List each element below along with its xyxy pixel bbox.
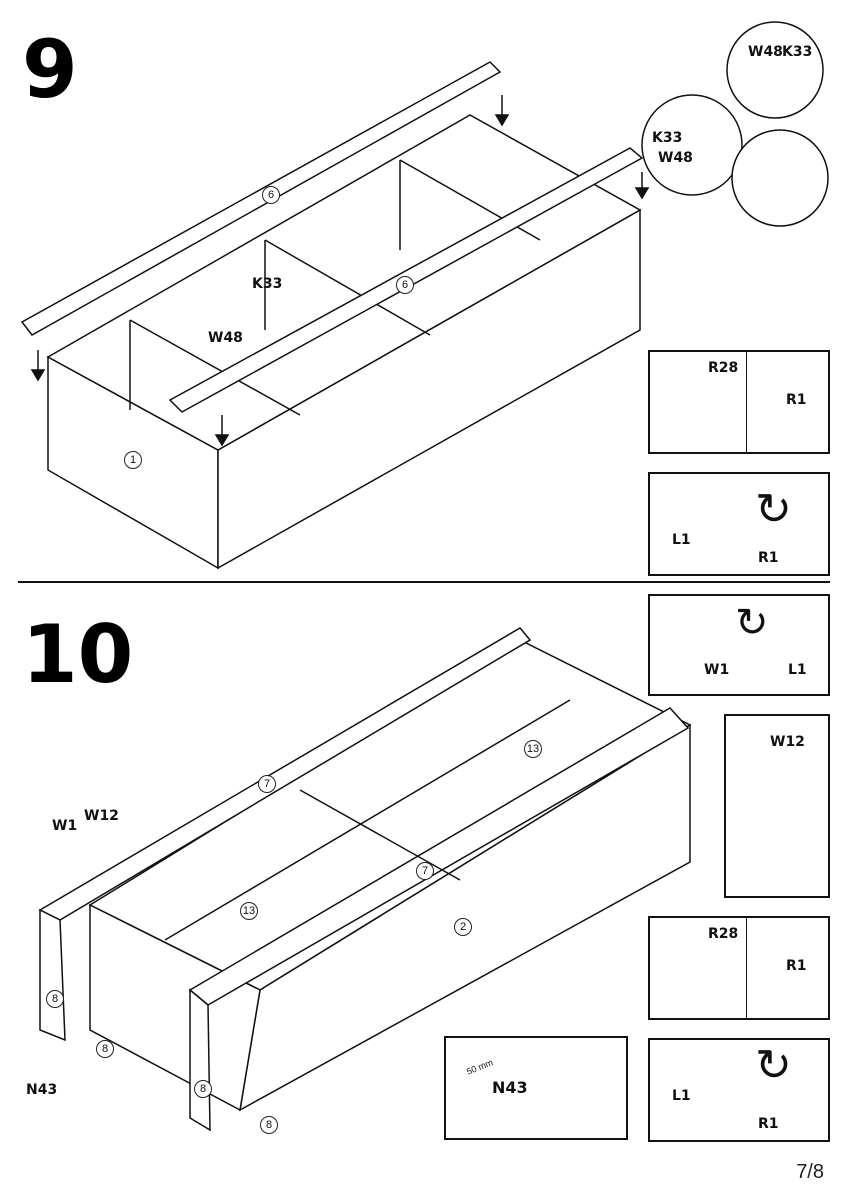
fitting-label: W1 [704,662,730,678]
inset-key-tighten: L1 R1 ↻ [648,472,830,576]
part-label: 8 [194,1080,212,1098]
inset-dowel: W1 L1 ↻ [648,594,830,696]
part-label: 6 [262,186,280,204]
part-label: 1 [124,451,142,469]
part-label: 7 [258,775,276,793]
part-label: 8 [96,1040,114,1058]
part-label: 8 [46,990,64,1008]
tool-label: L1 [672,1088,691,1104]
tool-label: L1 [672,532,691,548]
rotate-arrow-icon: ↻ [755,1041,792,1090]
rotate-arrow-icon: ↻ [755,485,792,534]
inset-cam-lock: R28 R1 [648,350,830,454]
rotate-arrow-icon: ↻ [735,601,769,645]
inset-glide: 50 mm N43 [444,1036,628,1140]
fitting-label: R1 [786,392,807,408]
page-number: 7/8 [796,1161,824,1183]
tool-label: L1 [788,662,807,678]
part-label: 2 [454,918,472,936]
part-label: 13 [524,740,542,758]
part-label: 13 [240,902,258,920]
dimension-label: 50 mm [465,1057,495,1077]
fitting-label: R1 [758,550,779,566]
fitting-label: W48 [208,330,243,346]
fitting-label: W48 [748,44,783,60]
detail-circles [641,21,829,227]
fitting-label: K33 [252,276,283,292]
fitting-label: W48 [658,150,693,166]
inset-screw: W12 [724,714,830,898]
fitting-label: N43 [26,1082,58,1098]
fitting-label: W1 [52,818,78,834]
step-number-9: 9 [22,23,78,116]
fitting-label: N43 [492,1078,528,1097]
part-label: 6 [396,276,414,294]
inset-key-tighten: L1 R1 ↻ [648,1038,830,1142]
fitting-label: R1 [786,958,807,974]
part-label: 8 [260,1116,278,1134]
fitting-label: W12 [84,808,119,824]
inset-cam-lock: R28 R1 [648,916,830,1020]
carcass-drawing [46,114,642,570]
fitting-label: R28 [708,926,739,942]
part-label: 7 [416,862,434,880]
fitting-label: W12 [770,734,805,750]
step-number-10: 10 [22,608,134,701]
arrow-icons [30,95,650,447]
inset-divider [746,352,747,452]
fitting-label: K33 [652,130,683,146]
fitting-label: K33 [782,44,813,60]
fitting-label: R1 [758,1116,779,1132]
cabinet-drawing [38,627,692,1132]
fitting-label: R28 [708,360,739,376]
inset-divider [746,918,747,1018]
